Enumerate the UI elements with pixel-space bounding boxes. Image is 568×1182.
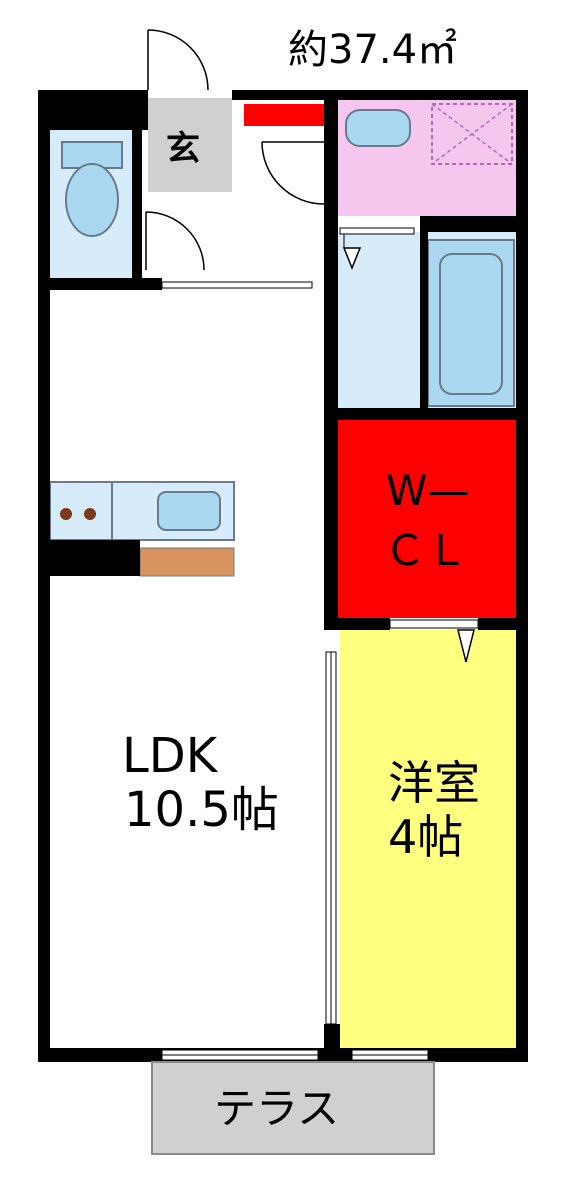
entrance-floor <box>148 98 232 192</box>
western-label-line1: 洋室 <box>388 756 480 810</box>
ldk-label-line2: 10.5帖 <box>124 782 279 838</box>
wall-left <box>38 90 50 1062</box>
terrace-label: テラス <box>214 1084 340 1133</box>
kitchen-wall <box>50 540 140 576</box>
wall-wcl-bottom <box>338 618 390 630</box>
washbasin <box>345 109 411 147</box>
bathtub <box>439 253 503 395</box>
entrance-door-swing <box>147 29 209 91</box>
powder-sliding-door <box>339 227 415 235</box>
entrance-label: 玄 <box>166 129 200 169</box>
wcl-label-line1: W— <box>386 466 470 515</box>
wall-bath-bottom <box>338 408 516 420</box>
wall-top-left <box>38 90 148 130</box>
western-room <box>340 630 518 1048</box>
kitchen-sink <box>157 491 221 531</box>
ldk-label-line1: LDK <box>122 728 218 784</box>
wcl-sliding-door <box>389 619 479 629</box>
wall-toilet-bottom <box>50 278 162 290</box>
wall-core-left <box>324 98 338 630</box>
wall-toilet-right <box>132 130 142 278</box>
hall-sliding-door <box>161 281 313 289</box>
wall-western-left-bottom <box>324 1024 340 1048</box>
wall-bath-left <box>420 232 428 408</box>
entry-red-marker <box>244 104 324 126</box>
powder-door-marker <box>342 247 362 271</box>
kitchen-counter-top <box>139 547 235 577</box>
toilet-door-swing <box>145 211 205 271</box>
western-label-line2: 4帖 <box>388 810 464 864</box>
walk-in-closet <box>338 420 516 618</box>
stove-burner-left <box>60 508 72 520</box>
area-label: 約37.4㎡ <box>288 27 458 73</box>
hall-door-swing <box>261 141 325 205</box>
wall-top-mid <box>232 90 338 100</box>
terrace <box>151 1061 435 1155</box>
stove-burner-right <box>84 508 96 520</box>
wall-powder-bottom <box>420 216 516 232</box>
wcl-label-line2: ＣＬ <box>384 526 469 575</box>
wall-right <box>516 90 528 1062</box>
toilet-bowl <box>65 163 119 237</box>
western-door-marker <box>457 629 475 663</box>
wall-wcl-bottom-right <box>478 618 518 630</box>
wall-top-right <box>338 90 528 100</box>
kitchen-counter-stove <box>49 481 113 541</box>
